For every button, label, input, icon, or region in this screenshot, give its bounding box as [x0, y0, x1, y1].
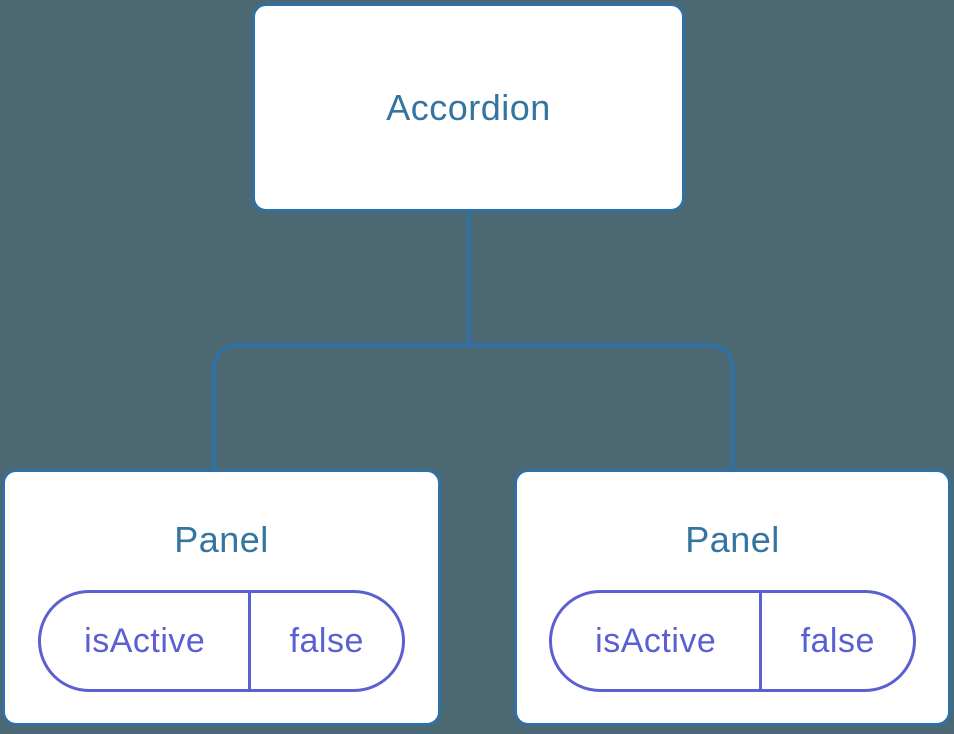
- prop-value-false: false: [800, 621, 875, 660]
- prop-name-isactive: isActive: [552, 593, 763, 689]
- node-panel-2: Panel isActive false: [514, 469, 951, 726]
- connector-bracket: [212, 343, 735, 471]
- node-accordion-title: Accordion: [386, 86, 551, 128]
- node-panel-2-prop-pill: isActive false: [549, 590, 916, 692]
- node-panel-1-title: Panel: [174, 519, 269, 560]
- node-panel-2-title: Panel: [685, 519, 780, 560]
- prop-value-false: false: [289, 621, 364, 660]
- node-accordion: Accordion: [252, 3, 685, 212]
- node-panel-1: Panel isActive false: [2, 469, 441, 726]
- prop-name-isactive: isActive: [41, 593, 252, 689]
- node-panel-1-prop-pill: isActive false: [38, 590, 405, 692]
